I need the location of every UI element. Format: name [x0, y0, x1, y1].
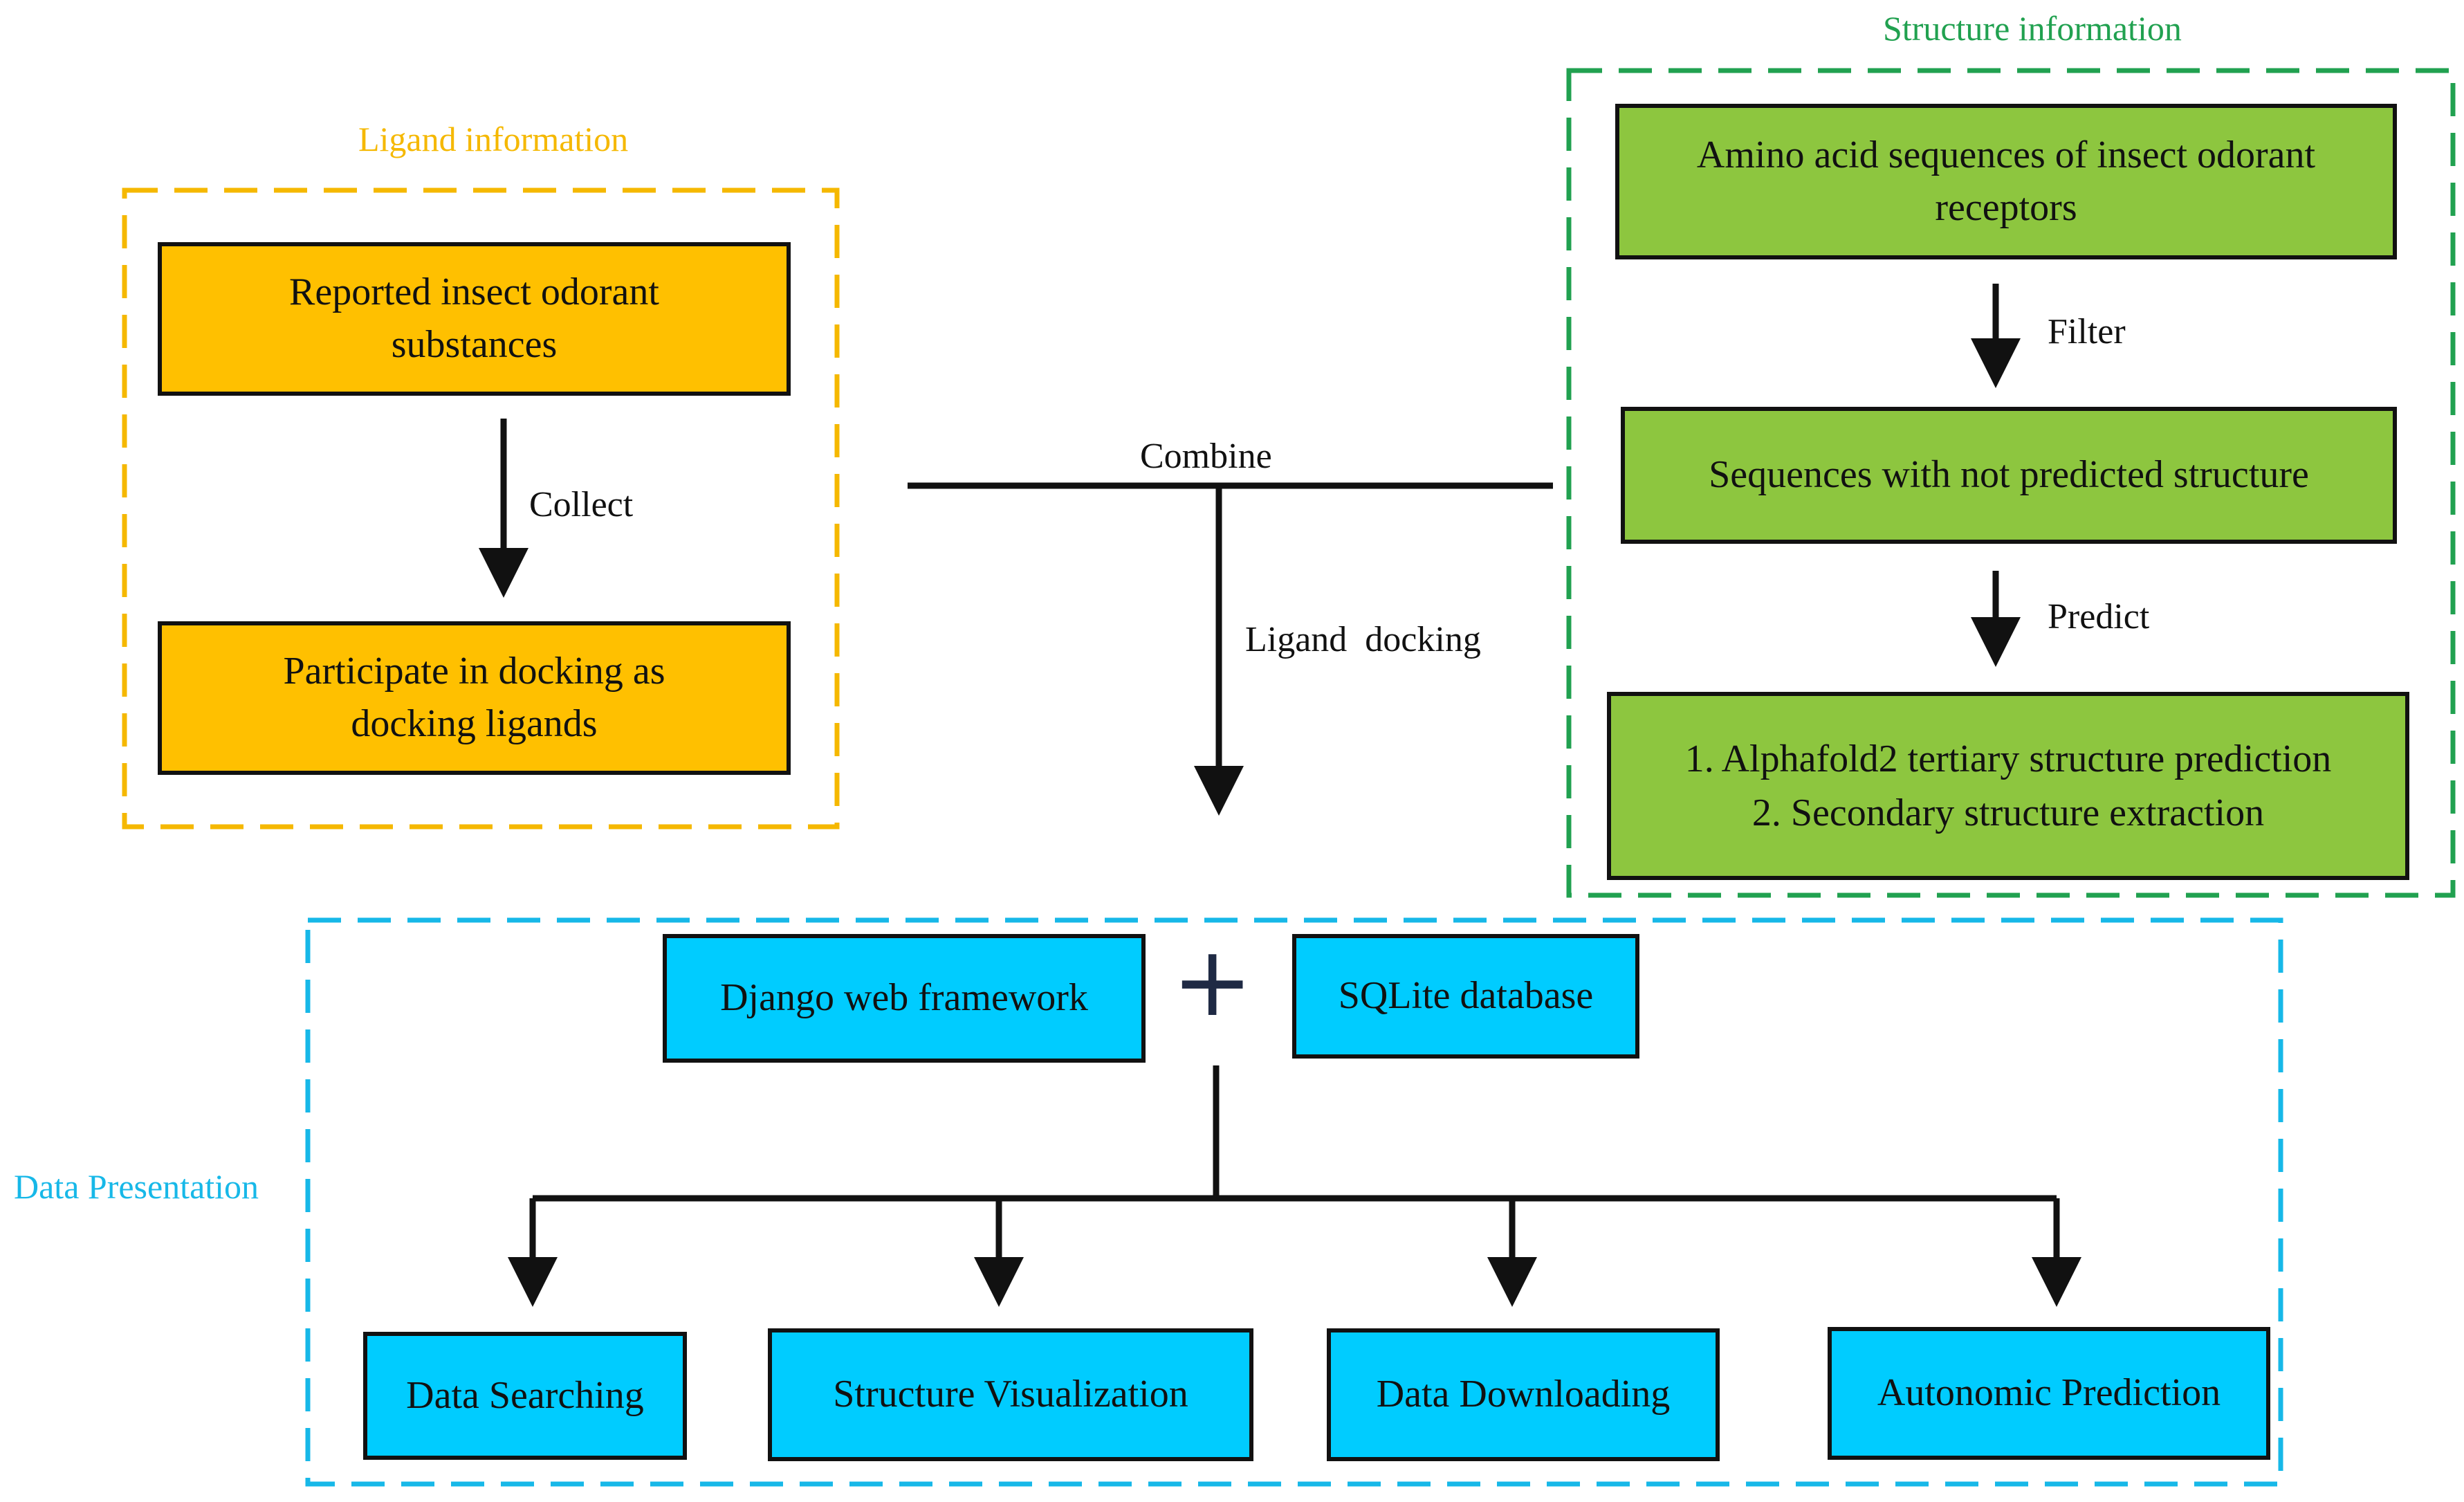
predict-label: Predict [2048, 597, 2150, 636]
node-line: Data Downloading [1376, 1373, 1671, 1416]
node-line: SQLite database [1338, 974, 1594, 1018]
node-line: substances [391, 323, 558, 366]
combine-label: Combine [1140, 437, 1272, 476]
data-downloading-node: Data Downloading [1327, 1328, 1720, 1461]
node-line: Participate in docking as [283, 650, 665, 693]
node-line: Reported insect odorant [289, 271, 659, 314]
node-line: Amino acid sequences of insect odorant [1696, 133, 2316, 176]
node-line: Data Searching [406, 1373, 644, 1417]
prediction-steps-node: 1. Alphafold2 tertiary structure predict… [1607, 692, 2409, 880]
docking-ligands-node: Participate in docking as docking ligand… [158, 621, 791, 775]
ligand-group-label: Ligand information [358, 120, 629, 158]
reported-substances-node: Reported insect odorant substances [158, 242, 791, 396]
not-predicted-node: Sequences with not predicted structure [1621, 407, 2397, 544]
presentation-group-frame [305, 917, 2283, 1487]
structure-group-label: Structure information [1883, 9, 2182, 48]
autonomic-prediction-node: Autonomic Prediction [1828, 1327, 2270, 1460]
node-line: 1. Alphafold2 tertiary structure predict… [1684, 737, 2332, 780]
amino-sequences-node: Amino acid sequences of insect odorant r… [1615, 104, 2397, 259]
node-line: 2. Secondary structure extraction [1752, 791, 2265, 834]
node-line: Sequences with not predicted structure [1709, 453, 2309, 497]
structure-group-frame [1566, 68, 2456, 898]
node-line: Django web framework [720, 976, 1088, 1020]
collect-label: Collect [529, 485, 634, 524]
plus-icon: + [1172, 926, 1253, 1038]
filter-label: Filter [2048, 312, 2126, 351]
node-line: docking ligands [351, 702, 598, 745]
node-line: Autonomic Prediction [1877, 1371, 2221, 1415]
ligand-docking-label: Ligand docking [1245, 620, 1481, 659]
node-line: Structure Visualization [833, 1373, 1188, 1416]
node-line: receptors [1935, 185, 2077, 229]
presentation-group-label: Data Presentation [14, 1167, 259, 1206]
django-node: Django web framework [663, 934, 1146, 1063]
structure-visualization-node: Structure Visualization [768, 1328, 1253, 1461]
sqlite-node: SQLite database [1292, 934, 1639, 1059]
data-searching-node: Data Searching [363, 1332, 687, 1460]
ligand-group-frame [122, 187, 840, 830]
